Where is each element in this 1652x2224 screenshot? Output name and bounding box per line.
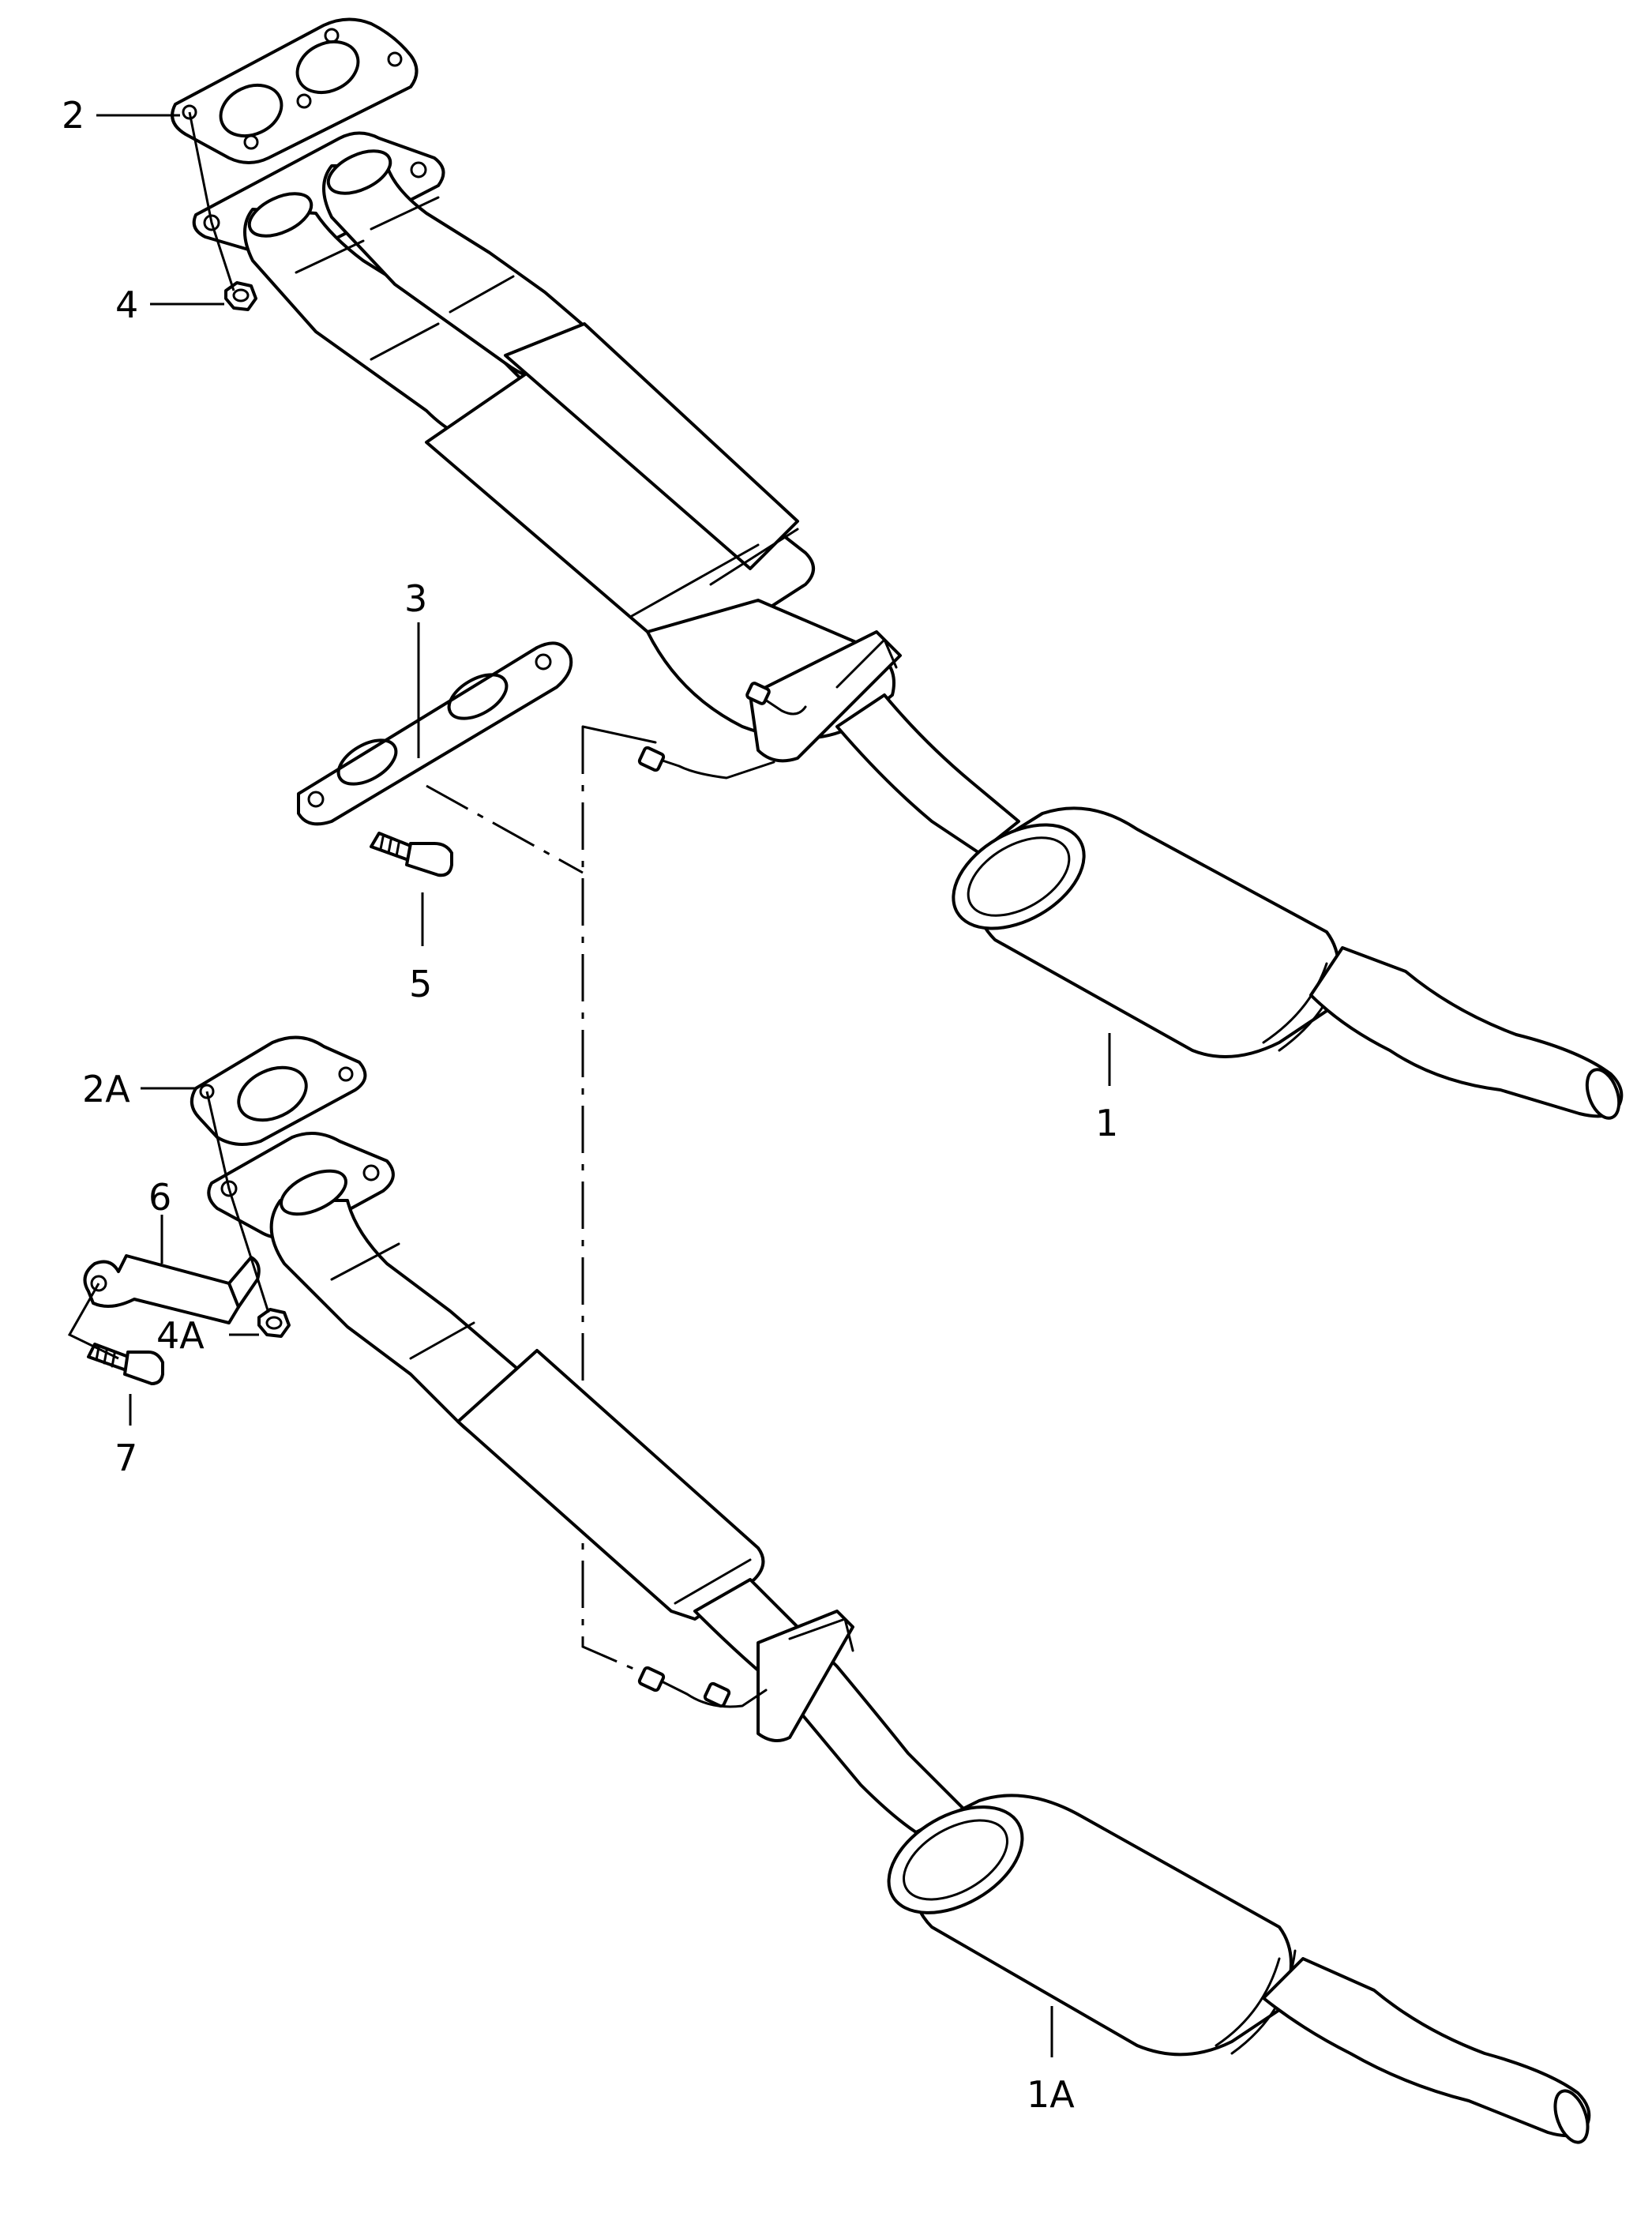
sensor-dashed-link-top xyxy=(581,725,657,744)
stud-line-upper xyxy=(188,111,235,291)
upper-catalytic-converter xyxy=(952,806,1344,1058)
nut-4 xyxy=(224,281,257,311)
label-part-3: 3 xyxy=(404,577,427,620)
label-part-4a: 4A xyxy=(156,1314,205,1357)
bracket-6 xyxy=(83,1254,261,1324)
gasket-3-dashed-link xyxy=(426,784,584,874)
stud-line-lower xyxy=(205,1091,270,1313)
leader-lines xyxy=(96,114,1111,2057)
upper-sensor-fittings xyxy=(637,682,807,780)
lower-sensor-fittings xyxy=(637,1666,768,1708)
gasket-3 xyxy=(297,641,573,826)
nut-4a xyxy=(257,1308,291,1338)
upper-mid-pipe xyxy=(835,693,1020,855)
gasket-2 xyxy=(171,17,419,164)
label-part-2: 2 xyxy=(62,94,84,137)
lower-tail-pipe xyxy=(1262,1957,1591,2144)
upper-y-merge xyxy=(646,599,902,763)
gasket-2a xyxy=(190,1035,367,1146)
label-part-7: 7 xyxy=(115,1437,137,1479)
lower-catalytic-converter xyxy=(887,1794,1297,2057)
lower-front-converter xyxy=(456,1349,765,1621)
sensor-dashed-link xyxy=(581,727,656,1680)
label-part-6: 6 xyxy=(148,1176,171,1219)
label-part-1: 1 xyxy=(1095,1102,1118,1144)
upper-front-converter xyxy=(425,322,815,657)
label-part-4: 4 xyxy=(115,284,138,326)
bolt-7-link-line xyxy=(67,1283,119,1360)
bolt-7 xyxy=(87,1343,164,1385)
bolt-5 xyxy=(370,832,453,877)
part-labels: 2 4 3 5 1 2A 6 4A 7 1A xyxy=(62,94,1118,2116)
label-part-2a: 2A xyxy=(82,1068,130,1110)
upper-exhaust-assembly xyxy=(171,17,1624,1120)
lower-mid-pipe xyxy=(693,1578,965,1834)
upper-tail-pipe xyxy=(1309,946,1624,1120)
lower-exhaust-assembly xyxy=(190,1035,1591,2144)
label-part-5: 5 xyxy=(409,963,432,1005)
label-part-1a: 1A xyxy=(1027,2073,1075,2116)
